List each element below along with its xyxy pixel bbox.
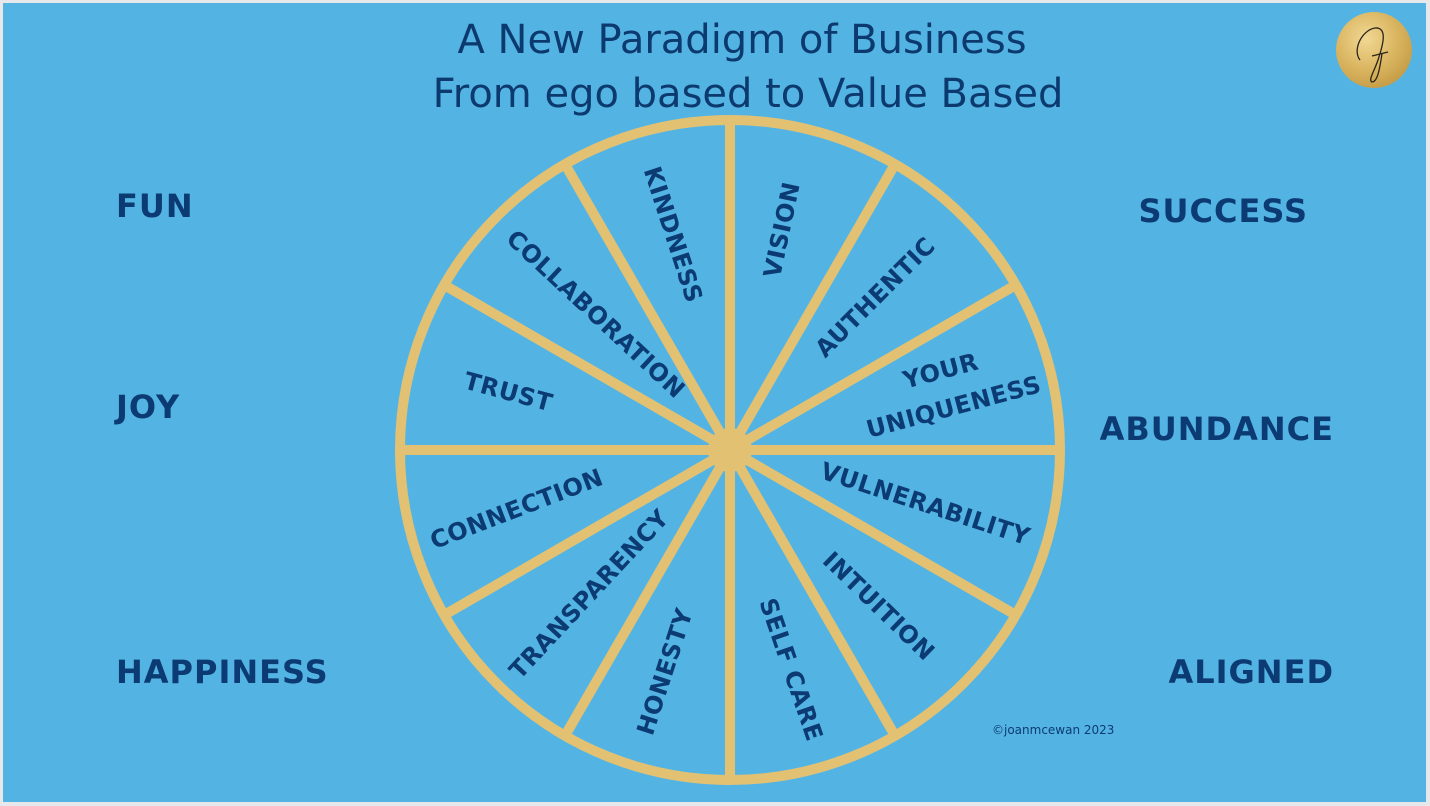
- copyright: ©joanmcewan 2023: [992, 723, 1114, 737]
- word-joy: JOY: [114, 388, 180, 426]
- segment-vision: VISION: [758, 179, 806, 280]
- segment-vulnerability: VULNERABILITY: [817, 457, 1034, 551]
- word-fun: FUN: [116, 187, 194, 225]
- title-line-2: From ego based to Value Based: [433, 71, 1064, 117]
- wheel-spoke: [725, 161, 900, 453]
- wheel-spoke: [725, 447, 900, 739]
- wheel-spokes: [400, 120, 1060, 780]
- wheel-spoke: [441, 445, 733, 620]
- logo: [1336, 12, 1412, 88]
- word-aligned: ALIGNED: [1168, 653, 1334, 691]
- segment-self-care: SELF CARE: [753, 595, 828, 745]
- title-line-1: A New Paradigm of Business: [457, 17, 1026, 63]
- signature-j-icon: [1356, 27, 1389, 83]
- wheel-spoke: [441, 280, 733, 455]
- wheel-hub: [708, 428, 752, 472]
- values-wheel: [395, 115, 1065, 785]
- wheel-spoke: [560, 447, 735, 739]
- segment-honesty: HONESTY: [631, 605, 698, 739]
- word-abundance: ABUNDANCE: [1100, 410, 1334, 448]
- wheel-spoke: [727, 280, 1019, 455]
- word-success: SUCCESS: [1138, 192, 1308, 230]
- wheel-spoke: [727, 445, 1019, 620]
- segment-kindness: KINDNESS: [638, 163, 708, 306]
- word-happiness: HAPPINESS: [116, 653, 329, 691]
- wheel-spoke: [560, 161, 735, 453]
- segment-trust: TRUST: [461, 367, 556, 418]
- slide: [3, 3, 1426, 802]
